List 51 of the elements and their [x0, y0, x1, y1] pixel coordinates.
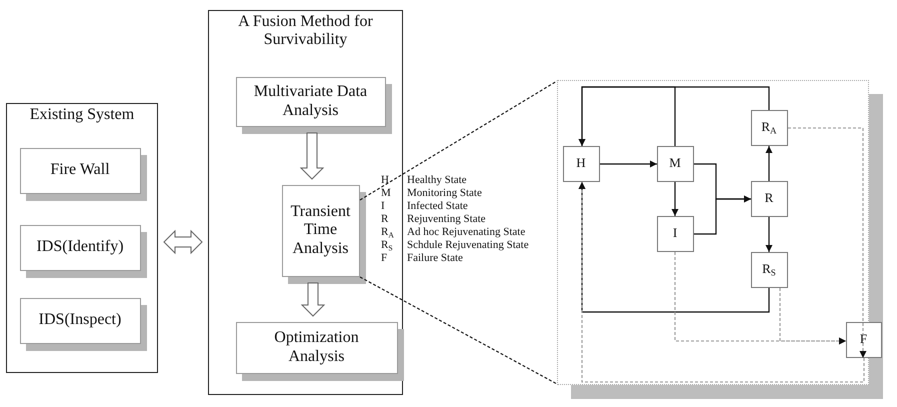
zoom-line [360, 276, 558, 384]
state-label: R$_{A}$ [761, 120, 777, 135]
key-symbol: R [381, 213, 388, 226]
key-description: Monitoring State [407, 187, 482, 200]
hollow-arrow [300, 282, 326, 317]
arrow [578, 182, 865, 383]
key-description: Rejuventing State [407, 213, 486, 226]
group-box [6, 103, 158, 373]
key-symbol: H [381, 174, 389, 187]
state-label: M [669, 156, 681, 171]
key-symbol: I [381, 200, 385, 213]
state-box [562, 146, 600, 182]
state-label: R$_{S}$ [762, 262, 776, 277]
arrow [788, 127, 866, 358]
key-symbol: F [381, 252, 388, 265]
state-box [656, 146, 694, 182]
step-label: IDS(Identify) [36, 238, 124, 257]
hollow-arrow [300, 132, 324, 180]
state-box [750, 180, 788, 216]
state-label: R [764, 191, 774, 206]
state-label: H [576, 156, 586, 171]
step-label: Transient Time Analysis [290, 202, 352, 258]
key-description: Failure State [407, 252, 463, 265]
group-title: Existing System [30, 106, 134, 124]
arrow [600, 160, 657, 168]
arrow [766, 146, 772, 181]
key-description: Infected State [407, 200, 468, 213]
arrow [779, 288, 846, 344]
state-label: I [672, 226, 678, 241]
key-description: Ad hoc Rejuvenating State [407, 226, 526, 239]
key-symbol: R$_{A}$ [381, 226, 394, 239]
key-symbol: M [381, 187, 391, 200]
step-label: Fire Wall [50, 161, 110, 180]
key-description: Schdule Rejuvenating State [407, 239, 529, 252]
state-box [656, 216, 694, 252]
state-box [750, 110, 788, 146]
key-description: Healthy State [407, 174, 467, 187]
step-label: Multivariate Data Analysis [252, 83, 368, 120]
arrow [694, 196, 751, 235]
arrow [578, 86, 770, 146]
state-box [846, 322, 882, 358]
key-symbol: R$_{S}$ [381, 239, 393, 252]
group-title: A Fusion Method for Survivability [237, 13, 374, 50]
arrow [766, 217, 772, 252]
step-label: Optimization Analysis [273, 329, 360, 366]
step-label: IDS(Inspect) [38, 311, 122, 330]
zoom-line [360, 80, 558, 200]
group-box [208, 10, 403, 395]
state-box [750, 252, 788, 288]
arrow [672, 182, 678, 216]
hollow-arrow [163, 230, 203, 254]
